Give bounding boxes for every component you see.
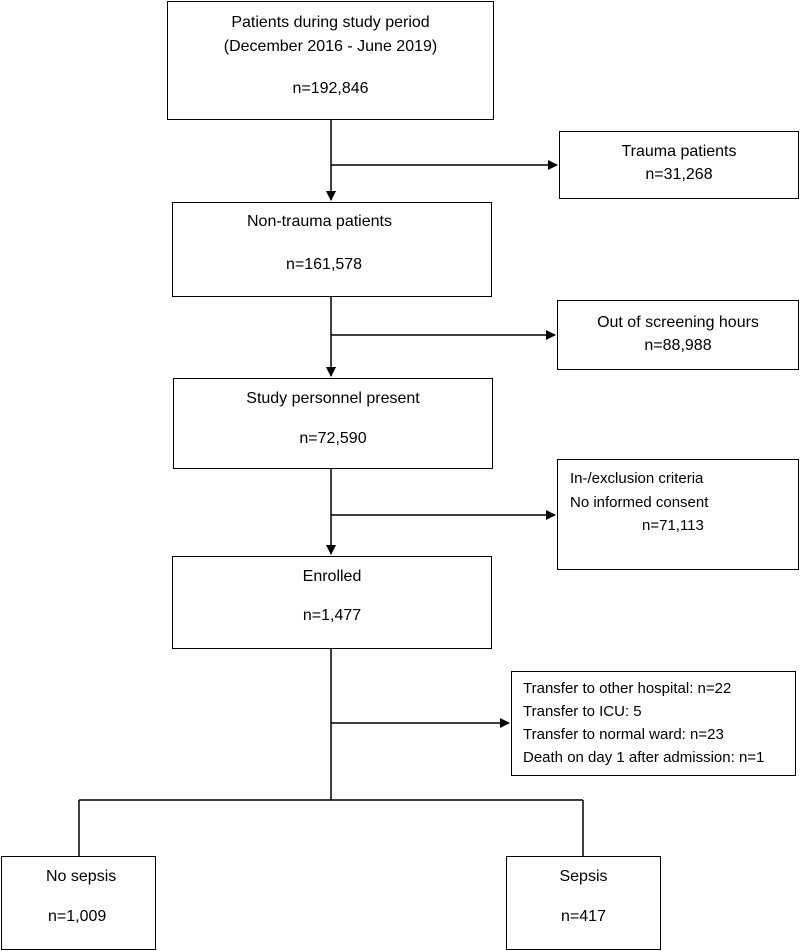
box-exclusion-criteria: In-/exclusion criteria No informed conse… xyxy=(557,459,799,570)
sepsis-title: Sepsis xyxy=(559,868,608,885)
out-of-hours-title: Out of screening hours xyxy=(597,314,759,331)
box-no-sepsis: No sepsis n=1,009 xyxy=(1,856,156,950)
enrolled-title: Enrolled xyxy=(302,568,362,585)
patients-line2: (December 2016 - June 2019) xyxy=(223,38,438,55)
personnel-count: n=72,590 xyxy=(299,430,367,447)
criteria-line1: In-/exclusion criteria xyxy=(570,470,704,487)
non-trauma-count: n=161,578 xyxy=(286,256,363,273)
enrolled-count: n=1,477 xyxy=(302,607,362,624)
non-trauma-title: Non-trauma patients xyxy=(247,213,392,230)
transfers-line4: Death on day 1 after admission: n=1 xyxy=(523,749,765,766)
no-sepsis-count: n=1,009 xyxy=(48,908,107,925)
transfers-line1: Transfer to other hospital: n=22 xyxy=(523,680,732,697)
trauma-title: Trauma patients xyxy=(621,143,737,160)
box-patients-study-period: Patients during study period (December 2… xyxy=(167,1,494,120)
box-out-of-screening-hours: Out of screening hours n=88,988 xyxy=(557,300,799,370)
box-enrolled: Enrolled n=1,477 xyxy=(172,556,492,649)
trauma-count: n=31,268 xyxy=(645,166,713,183)
no-sepsis-title: No sepsis xyxy=(46,868,117,885)
box-non-trauma-patients: Non-trauma patients n=161,578 xyxy=(172,202,492,297)
patients-line1: Patients during study period xyxy=(231,14,430,31)
out-of-hours-count: n=88,988 xyxy=(644,337,712,354)
box-trauma-patients: Trauma patients n=31,268 xyxy=(559,131,799,199)
transfers-line2: Transfer to ICU: 5 xyxy=(523,703,642,720)
criteria-line2: No informed consent xyxy=(570,494,709,511)
sepsis-count: n=417 xyxy=(561,908,606,925)
transfers-line3: Transfer to normal ward: n=23 xyxy=(523,726,724,743)
criteria-count: n=71,113 xyxy=(642,517,704,534)
box-sepsis: Sepsis n=417 xyxy=(506,856,661,950)
box-study-personnel-present: Study personnel present n=72,590 xyxy=(173,378,493,469)
personnel-title: Study personnel present xyxy=(246,390,420,407)
patients-count: n=192,846 xyxy=(292,80,369,97)
box-transfers-deaths: Transfer to other hospital: n=22 Transfe… xyxy=(511,671,796,776)
